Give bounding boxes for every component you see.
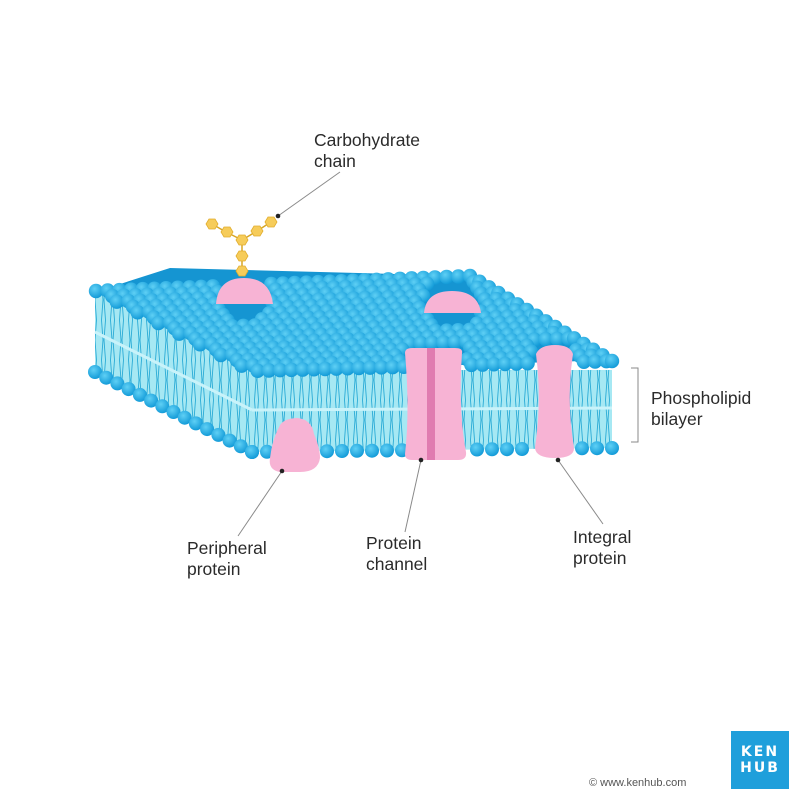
label-line: chain (314, 151, 420, 172)
lipid-head (365, 444, 379, 458)
kenhub-logo[interactable]: KEN HUB (731, 731, 789, 789)
label-line: channel (366, 554, 427, 575)
lipid-head (470, 443, 484, 457)
lipid-head (590, 441, 604, 455)
label-peripheral-protein: Peripheral protein (187, 538, 267, 580)
label-line: Carbohydrate (314, 130, 420, 151)
integral-protein (535, 345, 574, 458)
label-line: protein (573, 548, 631, 569)
label-line: Integral (573, 527, 631, 548)
lipid-head (575, 441, 589, 455)
lipid-head (245, 445, 259, 459)
label-carbohydrate-chain: Carbohydrate chain (314, 130, 420, 172)
lipid-head (605, 354, 619, 368)
lipid-head (380, 444, 394, 458)
lipid-head (335, 444, 349, 458)
label-line: Protein (366, 533, 427, 554)
label-line: protein (187, 559, 267, 580)
lipid-head (485, 442, 499, 456)
label-line: Phospholipid (651, 388, 751, 409)
copyright-text: © www.kenhub.com (589, 777, 686, 789)
label-line: Peripheral (187, 538, 267, 559)
logo-text-bottom: HUB (731, 760, 789, 776)
lipid-head (520, 356, 534, 370)
lipid-head (320, 444, 334, 458)
protein-channel (405, 348, 466, 460)
label-integral-protein: Integral protein (573, 527, 631, 569)
lipid-head (515, 442, 529, 456)
label-phospholipid-bilayer: Phospholipid bilayer (651, 388, 751, 430)
lipid-head (605, 441, 619, 455)
label-protein-channel: Protein channel (366, 533, 427, 575)
lipid-head (350, 444, 364, 458)
label-line: bilayer (651, 409, 751, 430)
logo-text-top: KEN (731, 744, 789, 760)
carbohydrate-chain (206, 217, 277, 276)
lipid-head (500, 442, 514, 456)
